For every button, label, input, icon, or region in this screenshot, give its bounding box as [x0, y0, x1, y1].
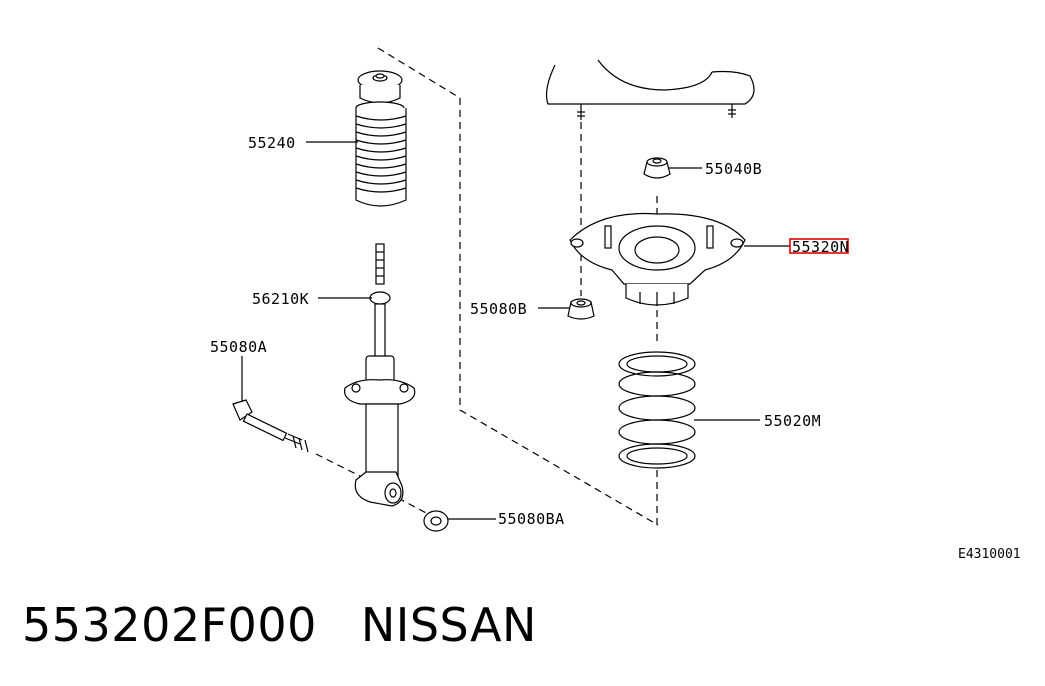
body-strut-tower	[545, 59, 755, 120]
strut-mount-insulator	[569, 212, 746, 306]
shock-absorber	[343, 243, 416, 507]
callout-55080B: 55080B	[470, 300, 527, 318]
mounting-bolt	[232, 399, 309, 453]
assembly-dashed-line-nut	[397, 497, 431, 516]
callout-55040B: 55040B	[705, 160, 762, 178]
mount-nut	[567, 298, 595, 320]
bump-stop-boot	[355, 70, 407, 207]
part-number: 553202F000	[22, 598, 317, 652]
figure-code: E4310001	[958, 547, 1021, 562]
callout-55080A: 55080A	[210, 338, 267, 356]
callout-55020M: 55020M	[764, 412, 821, 430]
callout-55320N[interactable]: 55320N	[792, 238, 849, 256]
callout-56210K: 56210K	[252, 290, 309, 308]
footer-caption: 553202F000 NISSAN	[22, 598, 537, 652]
assembly-dashed-outline	[377, 47, 659, 526]
upper-nut	[643, 157, 671, 179]
lower-nut	[423, 510, 449, 532]
coil-spring	[618, 351, 696, 469]
assembly-dashed-line-left	[315, 453, 365, 479]
callout-55080BA: 55080BA	[498, 510, 565, 528]
brand-name: NISSAN	[360, 598, 537, 652]
highlight-box	[789, 238, 849, 254]
callout-55240: 55240	[248, 134, 296, 152]
